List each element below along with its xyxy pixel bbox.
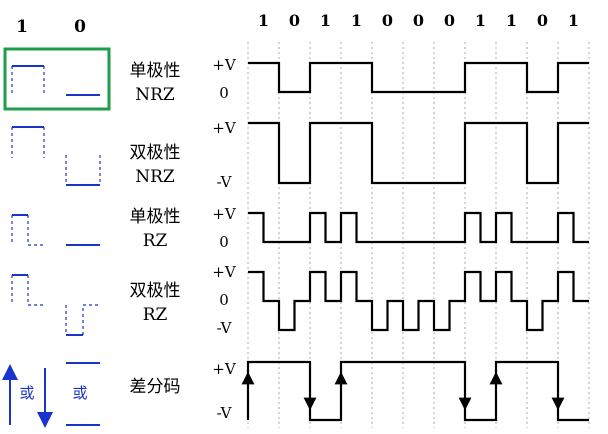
- bit-label: 1: [475, 11, 486, 30]
- wave-unipolar-nrz: [248, 61, 589, 94]
- bit-grid: [247, 42, 590, 428]
- level-differential-high: +V: [212, 360, 237, 378]
- bit-label: 1: [258, 11, 269, 30]
- wave-bipolar-nrz: [248, 121, 589, 185]
- level-unipolar-rz-high: +V: [212, 205, 237, 223]
- row-label-bipolar-nrz-line1: 双极性: [130, 143, 181, 163]
- wave-differential: [246, 360, 589, 422]
- legend-unipolar-nrz: [11, 65, 100, 96]
- legend-differential: 或 或: [2, 362, 100, 428]
- row-label-unipolar-nrz-line1: 单极性: [130, 61, 181, 81]
- bit-label: 0: [444, 11, 455, 30]
- level-bipolar-rz-zero: 0: [219, 291, 229, 309]
- bit-label: 1: [351, 11, 362, 30]
- bit-label: 1: [320, 11, 331, 30]
- row-label-bipolar-rz-line2: RZ: [143, 305, 168, 325]
- level-differential-low: -V: [217, 404, 233, 422]
- bit-label: 1: [506, 11, 517, 30]
- legend-header-one: 1: [16, 17, 28, 37]
- level-bipolar-nrz-low: -V: [217, 173, 233, 191]
- wave-unipolar-rz: [248, 211, 589, 244]
- row-label-unipolar-rz-line1: 单极性: [130, 207, 181, 227]
- legend-bipolar-nrz: [11, 126, 101, 186]
- bit-label: 0: [537, 11, 548, 30]
- bit-label: 0: [382, 11, 393, 30]
- bit-label: 1: [568, 11, 579, 30]
- legend-or-left: 或: [19, 384, 34, 402]
- legend-or-right: 或: [72, 384, 87, 402]
- row-label-unipolar-rz-line2: RZ: [143, 231, 168, 251]
- level-unipolar-nrz-high: +V: [212, 56, 237, 74]
- row-label-bipolar-nrz-line2: NRZ: [135, 167, 175, 187]
- bit-label: 0: [289, 11, 300, 30]
- legend-unipolar-rz: [11, 214, 100, 246]
- level-unipolar-rz-zero: 0: [219, 233, 229, 251]
- waveforms: [241, 61, 589, 422]
- level-bipolar-rz-high: +V: [212, 263, 237, 281]
- legend-bipolar-rz: [11, 274, 100, 336]
- level-bipolar-rz-low: -V: [217, 319, 233, 337]
- row-label-bipolar-rz-line1: 双极性: [130, 281, 181, 301]
- highlight-box: [3, 47, 111, 111]
- bit-label: 0: [413, 11, 424, 30]
- level-bipolar-nrz-high: +V: [212, 119, 237, 137]
- legend-header-zero: 0: [74, 17, 86, 37]
- wave-bipolar-rz: [248, 270, 589, 332]
- level-unipolar-nrz-zero: 0: [219, 84, 229, 102]
- row-label-unipolar-nrz-line2: NRZ: [135, 85, 175, 105]
- row-label-differential: 差分码: [130, 377, 181, 397]
- bit-sequence-header: 1 0 1 1 0 0 0 1 1 0 1: [258, 11, 579, 30]
